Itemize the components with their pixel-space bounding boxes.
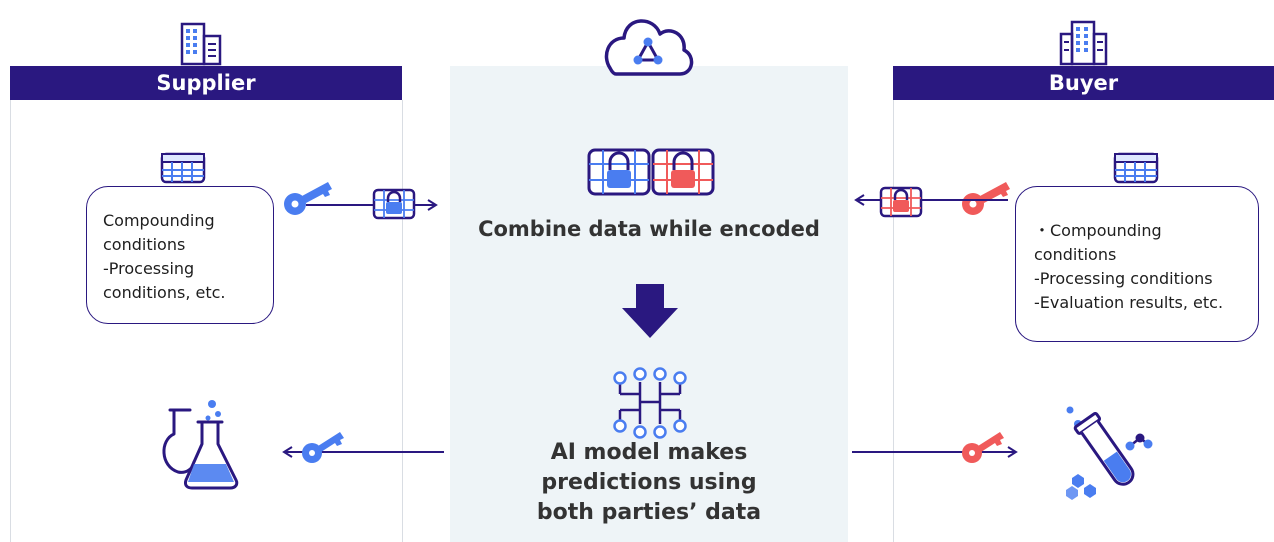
prediction-line: predictions using: [541, 470, 757, 495]
buyer-key-icon: [962, 182, 1010, 215]
buyer-upload-arrow: [854, 194, 1008, 206]
supplier-note-line: conditions: [103, 235, 186, 254]
buyer-return-arrow: [852, 446, 1018, 458]
supplier-return-key-icon: [302, 432, 344, 463]
test-tube-icon: [1066, 406, 1153, 500]
combined-encrypted-data-icon: [587, 148, 715, 196]
combine-data-caption: Combine data while encoded: [478, 217, 820, 241]
supplier-building-icon: [180, 22, 222, 66]
supplier-header: Supplier: [10, 66, 402, 100]
lab-flask-icon: [162, 400, 239, 490]
buyer-building-icon: [1059, 20, 1108, 66]
supplier-locked-data-icon: [372, 188, 416, 220]
buyer-note-line: -Evaluation results, etc.: [1034, 293, 1224, 312]
supplier-right-border: [402, 100, 403, 542]
buyer-locked-data-icon: [879, 186, 923, 218]
buyer-note-line: -Processing conditions: [1034, 269, 1213, 288]
buyer-data-note: ・Compounding conditions -Processing cond…: [1015, 186, 1259, 342]
supplier-key-icon: [284, 182, 332, 215]
buyer-header: Buyer: [893, 66, 1274, 100]
down-arrow-icon: [622, 284, 678, 338]
supplier-note-line: Compounding: [103, 211, 215, 230]
supplier-left-border: [10, 100, 11, 542]
prediction-line: both parties’ data: [536, 500, 762, 525]
supplier-data-note: Compounding conditions -Processing condi…: [86, 186, 274, 324]
buyer-note-line: conditions: [1034, 245, 1117, 264]
prediction-line: AI model makes: [550, 440, 748, 465]
supplier-database-icon: [160, 152, 206, 184]
supplier-note-line: conditions, etc.: [103, 283, 226, 302]
buyer-return-key-icon: [962, 432, 1004, 463]
supplier-note-line: -Processing: [103, 259, 195, 278]
buyer-database-icon: [1113, 152, 1159, 184]
buyer-left-border: [893, 100, 894, 542]
cloud-icon: [604, 19, 694, 76]
buyer-note-line: ・Compounding: [1034, 221, 1162, 240]
ai-circuit-icon: [613, 367, 687, 439]
prediction-caption: AI model makes predictions using both pa…: [450, 438, 848, 528]
